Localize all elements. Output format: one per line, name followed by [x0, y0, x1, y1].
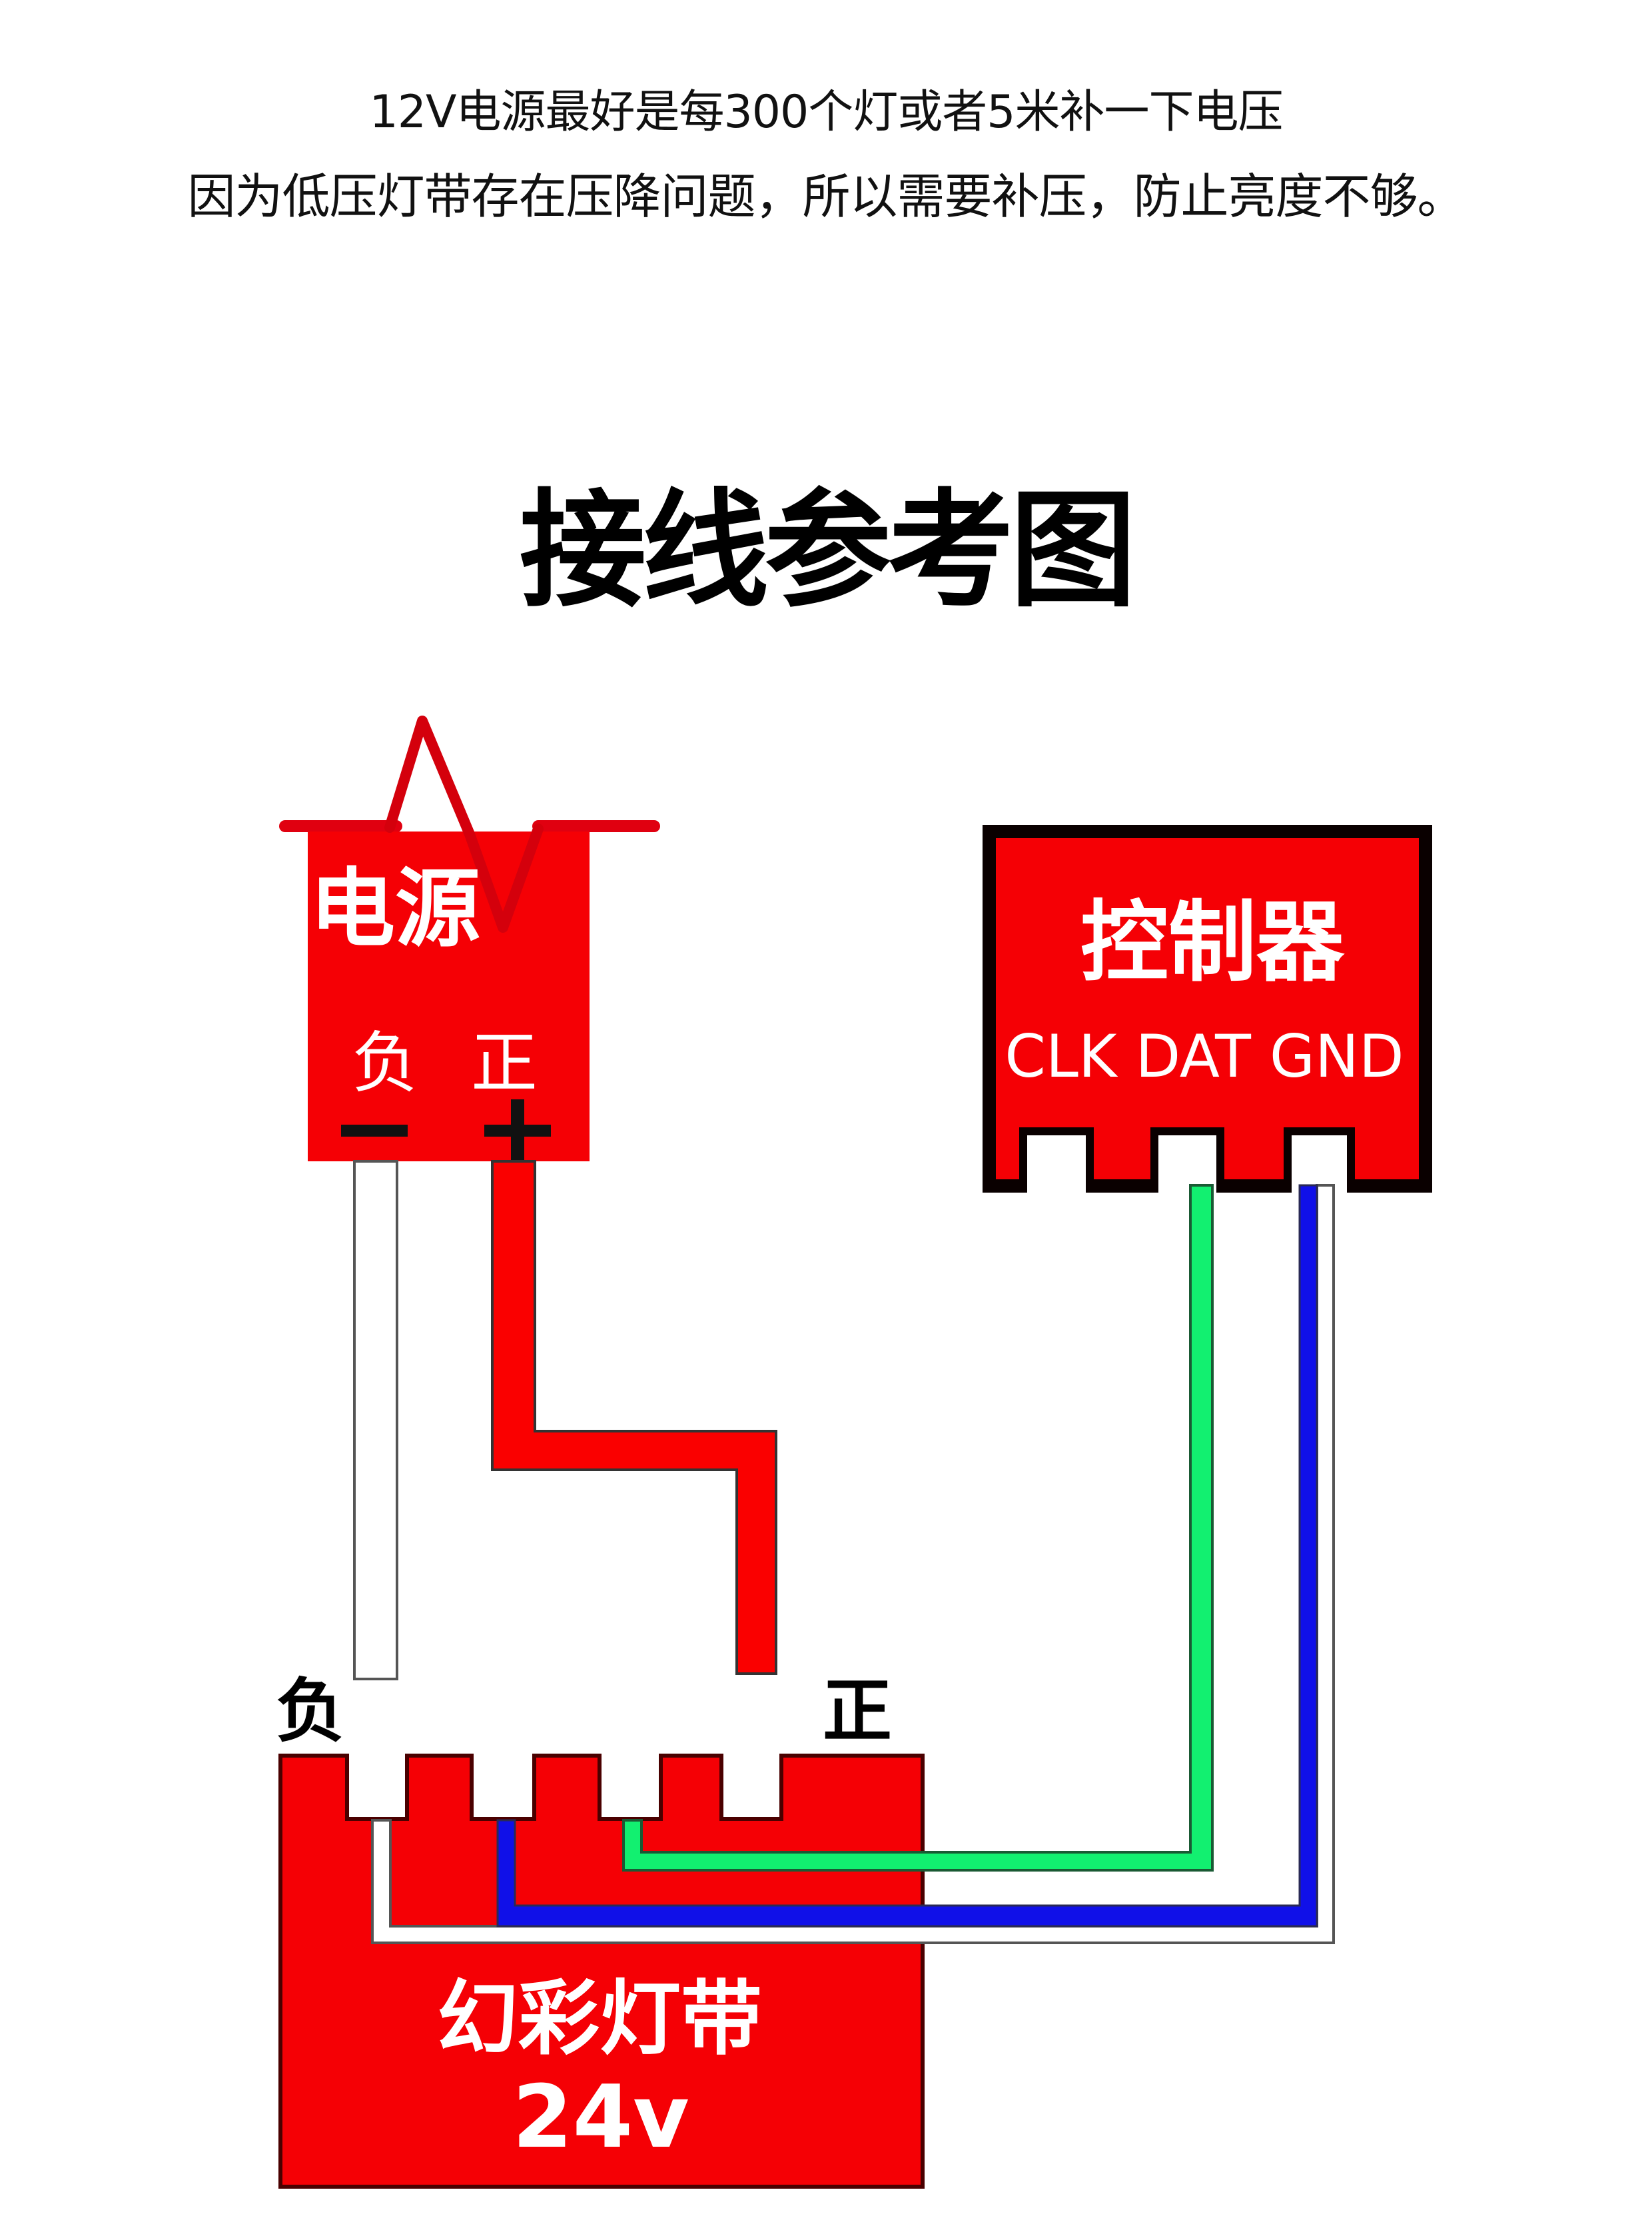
power-negative-label: 负 [352, 1024, 418, 1102]
led-strip-voltage: 24v [512, 2066, 689, 2167]
strip-positive-label: 正 [823, 1670, 892, 1752]
wire-dat-blue [496, 1184, 1318, 1928]
wire-clk-green [622, 1184, 1214, 1872]
controller-notch-clk [1027, 1135, 1086, 1195]
controller-pin-labels: CLK DAT GND [1005, 1022, 1404, 1091]
wire-positive-red [491, 1160, 777, 1675]
minus-icon [341, 1125, 408, 1137]
power-supply-box [308, 832, 590, 1161]
controller-label: 控制器 [1080, 891, 1345, 994]
power-positive-label: 正 [471, 1024, 538, 1102]
diagram-title: 接线参考图 [519, 477, 1136, 624]
power-supply-label: 电源 [310, 859, 480, 959]
controller: 控制器 CLK DAT GND [983, 825, 1432, 1195]
strip-negative-label: 负 [276, 1670, 345, 1752]
wire-negative-white [353, 1160, 398, 1680]
plus-icon-v [511, 1099, 524, 1166]
instruction-line-1: 12V电源最好是每300个灯或者5米补一下电压 [369, 86, 1283, 139]
instruction-line-2: 因为低压灯带存在压降问题，所以需要补压，防止亮度不够。 [187, 169, 1465, 225]
power-plug-cord [384, 716, 544, 933]
power-supply: 电源 负 正 [279, 716, 660, 1166]
led-strip-label: 幻彩灯带 [437, 1971, 762, 2066]
controller-box [983, 825, 1432, 1193]
